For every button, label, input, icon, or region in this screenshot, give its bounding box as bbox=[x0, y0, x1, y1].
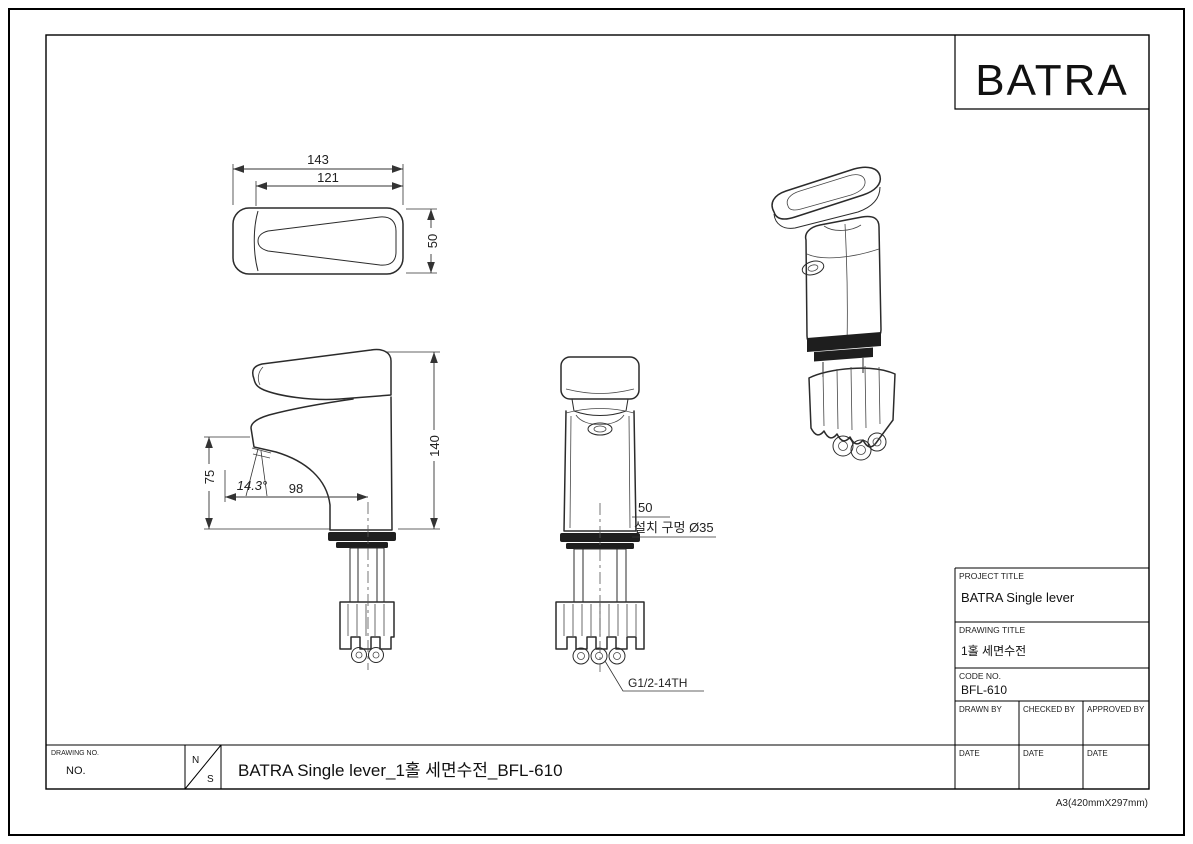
front-view-lever bbox=[560, 356, 640, 400]
top-view-inner-outline bbox=[257, 216, 397, 266]
inner-border bbox=[45, 34, 1150, 790]
perspective-body bbox=[804, 215, 882, 348]
dim-total-height: 140 bbox=[427, 435, 442, 457]
drawing-no-value: NO. bbox=[66, 765, 86, 777]
dim-spout-angle: 14.3° bbox=[237, 478, 268, 493]
side-view-gasket bbox=[328, 532, 396, 541]
logo-box-lines bbox=[954, 35, 1149, 110]
front-view-hose-circle bbox=[572, 647, 590, 665]
dim-deck-thickness: 50 bbox=[638, 500, 652, 515]
code-no-label: CODE NO. bbox=[959, 671, 1001, 681]
perspective-hose-circle bbox=[832, 435, 854, 457]
title-block: PROJECT TITLE BATRA Single lever DRAWING… bbox=[954, 567, 1149, 789]
thread-spec-label: G1/2-14TH bbox=[628, 676, 687, 690]
approved-by-label: APPROVED BY bbox=[1087, 705, 1145, 714]
top-view-outline bbox=[232, 207, 404, 275]
checked-by-label: CHECKED BY bbox=[1023, 705, 1076, 714]
dim-spout-reach: 98 bbox=[289, 481, 303, 496]
front-view-mounting-nut bbox=[555, 601, 645, 650]
top-view-tip-line bbox=[253, 210, 259, 272]
drawing-title-value: 1홀 세면수전 bbox=[961, 644, 1026, 658]
perspective-aerator bbox=[801, 260, 825, 276]
front-view-aerator bbox=[587, 422, 613, 436]
side-view-hose-circle bbox=[351, 647, 367, 663]
title-block-lines bbox=[954, 567, 1149, 789]
faucet-front-view: 50 설치 구멍 Ø35 G1/2-14TH bbox=[555, 356, 716, 692]
dim-top-depth: 50 bbox=[425, 234, 440, 248]
install-hole-note: 설치 구멍 Ø35 bbox=[634, 520, 714, 535]
perspective-lever-side bbox=[773, 186, 881, 229]
drawing-title-label: DRAWING TITLE bbox=[959, 625, 1025, 635]
thread-leader-line bbox=[604, 660, 704, 692]
brand-logo-text: BATRA bbox=[975, 56, 1128, 105]
date-label-checked: DATE bbox=[1023, 749, 1044, 758]
date-label-drawn: DATE bbox=[959, 749, 980, 758]
side-view-shank bbox=[349, 547, 385, 602]
drawn-by-label: DRAWN BY bbox=[959, 705, 1002, 714]
dim-top-width-outer: 143 bbox=[307, 152, 329, 167]
bottom-bar-lines bbox=[46, 744, 955, 789]
date-label-approved: DATE bbox=[1087, 749, 1108, 758]
logo-box: BATRA bbox=[954, 35, 1149, 110]
perspective-lever-top bbox=[771, 166, 882, 220]
faucet-top-view: 143 121 50 bbox=[232, 152, 440, 275]
dim-top-width-inner: 121 bbox=[317, 170, 339, 185]
side-view-mounting-nut bbox=[339, 601, 395, 650]
border-frame bbox=[8, 8, 1185, 836]
scale-diagonal bbox=[184, 744, 222, 790]
project-title-label: PROJECT TITLE bbox=[959, 571, 1024, 581]
front-view-hose-circle bbox=[608, 647, 626, 665]
perspective-hose-circle bbox=[850, 439, 872, 461]
side-view-body-spout bbox=[250, 396, 393, 531]
bottom-title-bar: DRAWING NO. NO. N S BATRA Single lever_1… bbox=[46, 744, 955, 790]
faucet-perspective-view bbox=[771, 166, 896, 461]
side-view-hose-circle bbox=[368, 647, 384, 663]
perspective-hose-circle bbox=[867, 432, 887, 452]
front-view-neck bbox=[571, 398, 629, 416]
project-title-value: BATRA Single lever bbox=[961, 590, 1075, 605]
scale-numerator: N bbox=[192, 755, 199, 766]
front-view-hose-circle bbox=[590, 647, 608, 665]
scale-denominator: S bbox=[207, 774, 214, 785]
sheet-title: BATRA Single lever_1홀 세면수전_BFL-610 bbox=[238, 761, 563, 780]
outer-border bbox=[8, 8, 1185, 836]
code-no-value: BFL-610 bbox=[961, 683, 1007, 697]
dim-spout-height: 75 bbox=[202, 470, 217, 484]
drawing-no-label: DRAWING NO. bbox=[51, 750, 99, 757]
paper-size-note: A3(420mmX297mm) bbox=[1056, 798, 1148, 809]
faucet-side-view: 14.3° 75 98 140 bbox=[202, 348, 442, 670]
perspective-gasket bbox=[807, 332, 881, 352]
side-view-lever bbox=[251, 348, 392, 401]
